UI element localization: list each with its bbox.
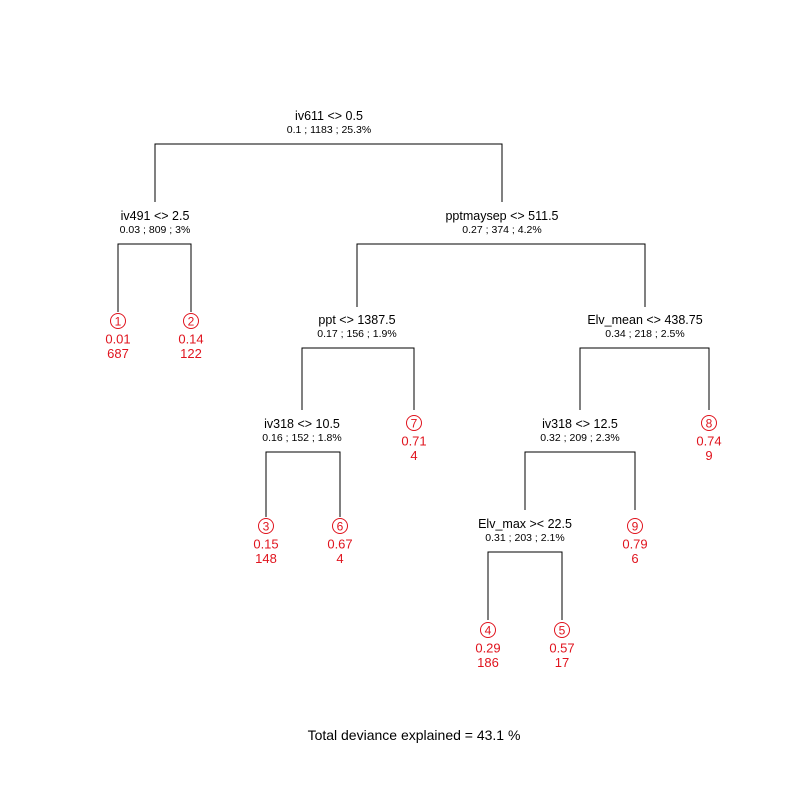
- leaf-number-circle: [110, 313, 126, 329]
- split-rule-label: iv611 <> 0.5: [295, 109, 363, 123]
- leaf-value-label: 0.67: [327, 537, 352, 552]
- total-deviance-caption: Total deviance explained = 43.1 %: [308, 727, 521, 743]
- split-node-elv-max: Elv_max >< 22.50.31 ; 203 ; 2.1%: [478, 517, 572, 544]
- split-node-iv491: iv491 <> 2.50.03 ; 809 ; 3%: [120, 209, 191, 236]
- leaf-number-label: 1: [115, 315, 122, 329]
- branch-connector-iv318-b: [524, 451, 636, 510]
- leaf-count-label: 17: [555, 655, 569, 670]
- split-stats-label: 0.16 ; 152 ; 1.8%: [262, 432, 341, 444]
- leaf-value-label: 0.14: [178, 332, 203, 347]
- split-node-elv-mean: Elv_mean <> 438.750.34 ; 218 ; 2.5%: [587, 313, 702, 340]
- branch-connector-elv-max: [487, 551, 563, 620]
- leaf-number-circle: [406, 415, 422, 431]
- leaf-number-circle: [332, 518, 348, 534]
- leaf-node-9: 9 0.796: [622, 518, 648, 566]
- leaf-number-label: 6: [337, 520, 344, 534]
- tree-nodes: iv611 <> 0.50.1 ; 1183 ; 25.3% iv491 <> 2…: [105, 109, 721, 670]
- leaf-value-label: 0.29: [475, 641, 500, 656]
- leaf-value-label: 0.74: [696, 434, 721, 449]
- leaf-number-circle: [258, 518, 274, 534]
- split-node-pptmaysep: pptmaysep <> 511.50.27 ; 374 ; 4.2%: [445, 209, 558, 236]
- split-stats-label: 0.1 ; 1183 ; 25.3%: [287, 124, 371, 136]
- leaf-value-label: 0.71: [401, 434, 426, 449]
- split-stats-label: 0.31 ; 203 ; 2.1%: [485, 532, 564, 544]
- leaf-number-circle: [701, 415, 717, 431]
- leaf-number-label: 2: [188, 315, 195, 329]
- branch-connector-root: [154, 143, 503, 202]
- leaf-node-6: 6 0.674: [327, 518, 353, 566]
- leaf-node-7: 7 0.714: [401, 415, 427, 463]
- split-stats-label: 0.34 ; 218 ; 2.5%: [605, 328, 684, 340]
- split-node-root: iv611 <> 0.50.1 ; 1183 ; 25.3%: [287, 109, 371, 136]
- split-rule-label: iv318 <> 12.5: [542, 417, 618, 431]
- split-stats-label: 0.27 ; 374 ; 4.2%: [462, 224, 541, 236]
- leaf-number-label: 8: [706, 417, 713, 431]
- split-rule-label: pptmaysep <> 511.5: [445, 209, 558, 223]
- split-rule-label: iv318 <> 10.5: [264, 417, 340, 431]
- leaf-number-label: 5: [559, 624, 566, 638]
- split-rule-label: ppt <> 1387.5: [318, 313, 395, 327]
- leaf-number-label: 4: [485, 624, 492, 638]
- leaf-value-label: 0.79: [622, 537, 647, 552]
- leaf-value-label: 0.01: [105, 332, 130, 347]
- leaf-node-8: 8 0.749: [696, 415, 722, 463]
- leaf-number-circle: [480, 622, 496, 638]
- split-node-iv318-b: iv318 <> 12.50.32 ; 209 ; 2.3%: [540, 417, 619, 444]
- leaf-value-label: 0.57: [549, 641, 574, 656]
- leaf-count-label: 687: [107, 346, 129, 361]
- branch-connector-iv491: [117, 243, 192, 312]
- leaf-count-label: 148: [255, 551, 277, 566]
- split-stats-label: 0.17 ; 156 ; 1.9%: [317, 328, 396, 340]
- leaf-count-label: 4: [410, 448, 417, 463]
- split-node-ppt: ppt <> 1387.50.17 ; 156 ; 1.9%: [317, 313, 396, 340]
- leaf-number-label: 9: [632, 520, 639, 534]
- leaf-number-label: 3: [263, 520, 270, 534]
- leaf-value-label: 0.15: [253, 537, 278, 552]
- leaf-count-label: 186: [477, 655, 499, 670]
- split-node-iv318-a: iv318 <> 10.50.16 ; 152 ; 1.8%: [262, 417, 341, 444]
- leaf-number-circle: [627, 518, 643, 534]
- leaf-count-label: 4: [336, 551, 343, 566]
- split-stats-label: 0.03 ; 809 ; 3%: [120, 224, 191, 236]
- branch-connector-elv-mean: [579, 347, 710, 410]
- leaf-number-circle: [554, 622, 570, 638]
- branch-connector-iv318-a: [265, 451, 341, 517]
- leaf-count-label: 122: [180, 346, 202, 361]
- split-rule-label: Elv_max >< 22.5: [478, 517, 572, 531]
- leaf-number-circle: [183, 313, 199, 329]
- branch-connector-ppt: [301, 347, 415, 410]
- leaf-count-label: 6: [631, 551, 638, 566]
- leaf-number-label: 7: [411, 417, 418, 431]
- branch-connector-pptmaysep: [356, 243, 646, 307]
- split-rule-label: Elv_mean <> 438.75: [587, 313, 702, 327]
- leaf-count-label: 9: [705, 448, 712, 463]
- tree-edges: [117, 143, 710, 620]
- split-rule-label: iv491 <> 2.5: [121, 209, 190, 223]
- split-stats-label: 0.32 ; 209 ; 2.3%: [540, 432, 619, 444]
